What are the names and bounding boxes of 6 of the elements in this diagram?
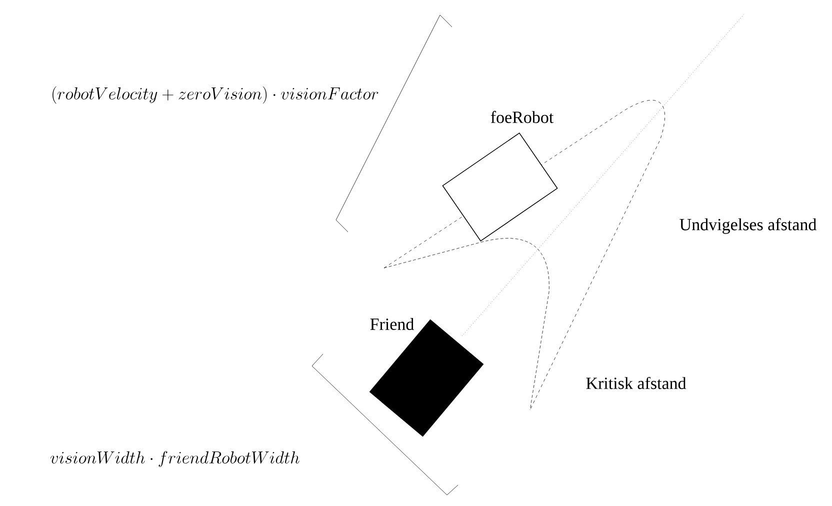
formula: $visionWidth\cdot friendRobotWidth$ bbox=[50, 451, 300, 467]
robot-label: foeRobot bbox=[490, 110, 554, 124]
distance-label: Kritisk afstand bbox=[586, 376, 686, 390]
formula: $(robotVelocity+zeroVision)\cdot visionFactor$ bbox=[52, 86, 378, 104]
distance-label: Undvigelses afstand bbox=[680, 218, 816, 234]
robot-label: Friend bbox=[370, 318, 414, 330]
